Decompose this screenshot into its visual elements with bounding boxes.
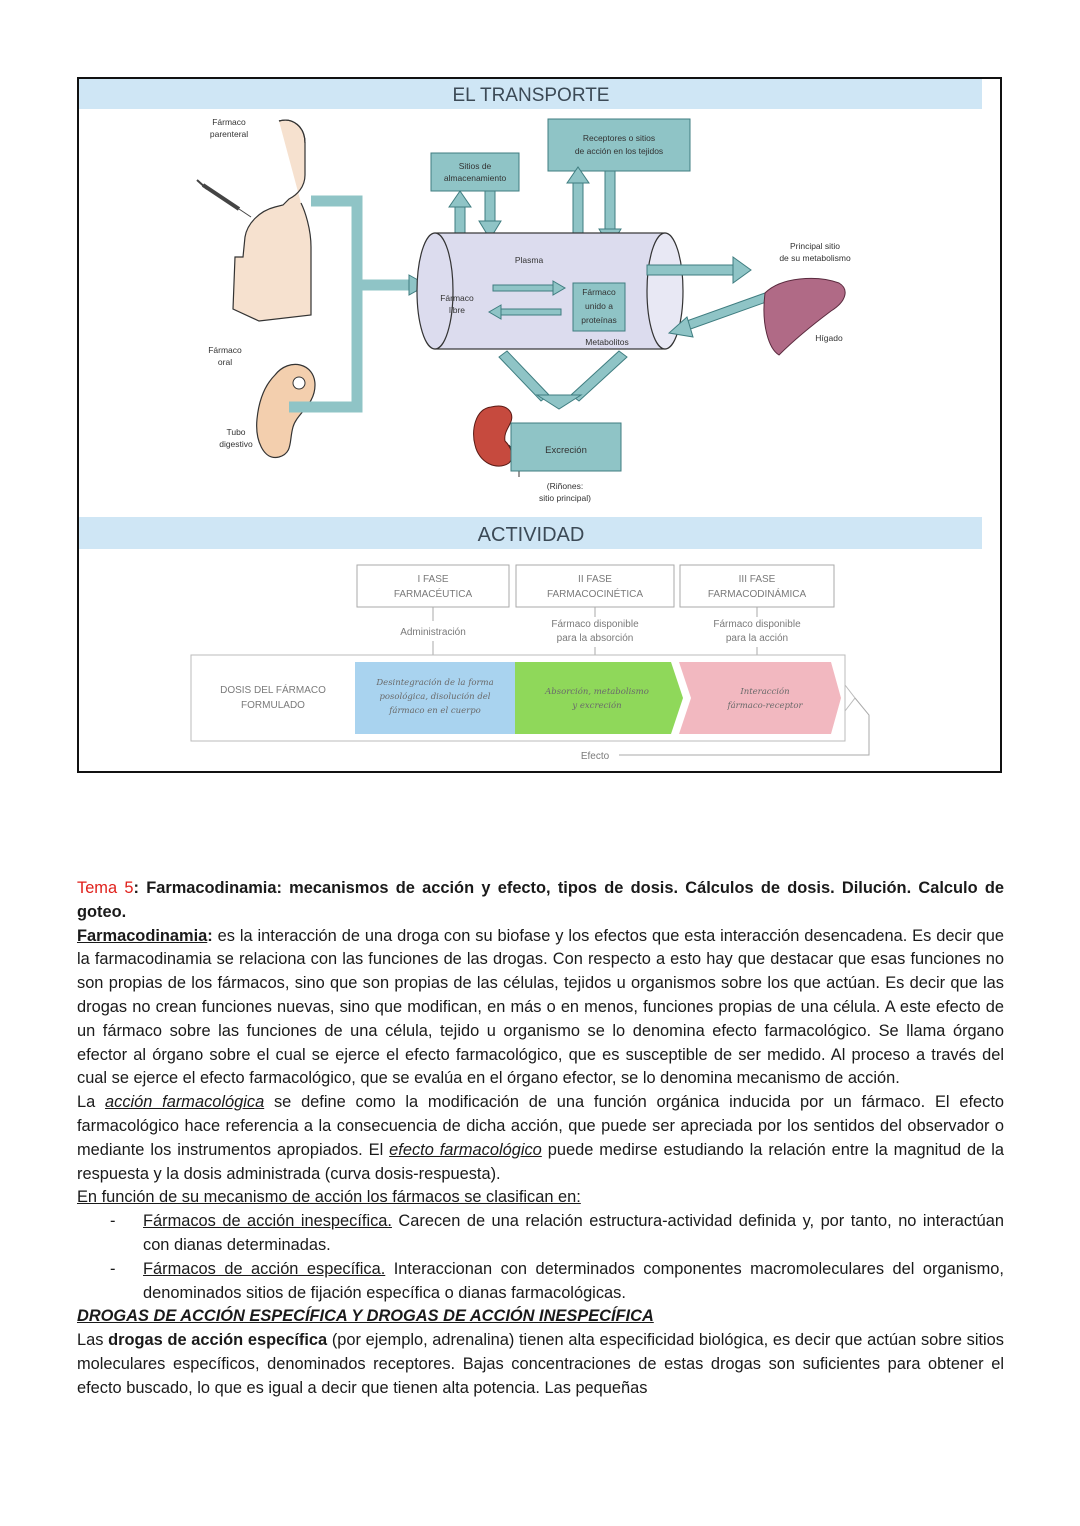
label-rinones-2: sitio principal) — [539, 493, 591, 503]
activity-title-band — [79, 517, 982, 549]
paragraph-farmacodinamia: Farmacodinamia: es la interacción de una… — [77, 925, 1004, 1092]
especifica-body: Interaccionan con determinados component… — [143, 1259, 1004, 1302]
phase3-label-2: FARMACODINÁMICA — [708, 587, 807, 600]
phase3-process-box — [679, 662, 841, 734]
label-higado: Hígado — [815, 333, 843, 343]
paragraph-drogas-b: (por ejemplo, adrenalina) tienen alta es… — [77, 1331, 1004, 1397]
efecto-line — [619, 697, 870, 756]
liver-arrows — [646, 256, 770, 338]
kidney-icon — [473, 405, 513, 467]
box3-line-1: Interacción — [739, 686, 789, 697]
paragraph-farmacodinamia-body: es la interacción de una droga con su bi… — [77, 926, 1004, 1088]
list-item: Fármacos de acción inespecífica. Carecen… — [110, 1210, 1004, 1258]
label-receptores-1: Receptores o sitios — [583, 133, 655, 143]
activity-title: ACTIVIDAD — [478, 524, 585, 546]
paragraph-accion-b: se define como la modificación de una fu… — [77, 1093, 1004, 1159]
stomach-intestine-icon — [256, 363, 316, 458]
label-farmaco-parenteral-2: parenteral — [210, 129, 248, 139]
topic-title: : Farmacodinamia: mecanismos de acción y… — [77, 879, 1004, 921]
sub3-label-1: Fármaco disponible — [713, 619, 801, 630]
binding-arrows — [488, 280, 566, 320]
section-heading: DROGAS DE ACCIÓN ESPECÍFICA Y DROGAS DE … — [77, 1307, 654, 1326]
term-inespecifica: Fármacos de acción inespecífica. — [143, 1212, 392, 1231]
label-unido-3: proteínas — [581, 315, 616, 325]
body-silhouette-icon — [232, 119, 312, 322]
term-farmacodinamia: Farmacodinamia — [77, 926, 208, 945]
box3-line-2: fármaco-receptor — [726, 700, 803, 711]
list-item: Fármacos de acción específica. Interacci… — [110, 1258, 1004, 1306]
classification-list: Fármacos de acción inespecífica. Carecen… — [77, 1210, 1004, 1305]
sub2-label-1: Fármaco disponible — [551, 619, 639, 630]
figure-frame: EL TRANSPORTE Fármaco parenteral Fármaco… — [77, 77, 1002, 773]
label-farmaco-libre-1: Fármaco — [440, 293, 474, 303]
phase1-process-box — [355, 662, 515, 734]
phase1-label-1: I FASE — [417, 574, 448, 585]
label-principal-sitio-2: de su metabolismo — [779, 253, 851, 263]
inespecifica-body: Carecen de una relación estructura-activ… — [143, 1212, 1004, 1254]
topic-label: Tema 5 — [77, 879, 134, 897]
label-plasma: Plasma — [515, 255, 544, 265]
paragraph-accion-c: puede medirse estudiando la relación ent… — [77, 1140, 1004, 1183]
paragraph-drogas: Las drogas de acción específica (por eje… — [77, 1329, 1004, 1400]
document-body: Tema 5: Farmacodinamia: mecanismos de ac… — [77, 877, 1004, 1401]
box1-line-3: fármaco en el cuerpo — [388, 705, 481, 716]
excretion-box — [510, 422, 622, 472]
syringe-icon — [196, 179, 252, 218]
phase1-label-2: FARMACÉUTICA — [394, 587, 473, 600]
label-principal-sitio-1: Principal sitio — [790, 241, 840, 251]
transport-title-band — [79, 79, 982, 109]
paragraph-accion-a: La — [77, 1093, 106, 1112]
transport-title: EL TRANSPORTE — [453, 85, 610, 106]
label-farmaco-parenteral-1: Fármaco — [212, 117, 246, 127]
label-farmaco-oral-2: oral — [218, 357, 232, 367]
process-chevron — [844, 684, 856, 712]
transport-activity-diagram: EL TRANSPORTE Fármaco parenteral Fármaco… — [79, 79, 982, 762]
label-excrecion: Excreción — [545, 445, 587, 456]
term-especifica: Fármacos de acción específica. — [143, 1259, 386, 1278]
label-tubo-digestivo-2: digestivo — [219, 439, 253, 449]
label-metabolitos: Metabolitos — [585, 337, 628, 347]
box1-line-2: posológica, disolución del — [379, 691, 490, 702]
label-rinones-1: (Riñones: — [547, 481, 583, 491]
efecto-label: Efecto — [581, 751, 610, 762]
paragraph-accion: La acción farmacológica se define como l… — [77, 1091, 1004, 1186]
phase3-header — [679, 564, 835, 608]
label-sitios-1: Sitios de — [459, 161, 492, 171]
label-farmaco-libre-2: libre — [449, 305, 465, 315]
phase2-label-1: II FASE — [578, 574, 612, 585]
liver-icon — [763, 277, 846, 356]
box2-line-2: y excreción — [571, 700, 621, 711]
dosis-label-2: FORMULADO — [241, 700, 305, 711]
phase1-header — [356, 564, 510, 608]
sub3-label-2: para la acción — [726, 633, 788, 644]
term-colon: : — [207, 926, 213, 945]
classification-heading: En función de su mecanismo de acción los… — [77, 1188, 581, 1207]
paragraph-drogas-a: Las — [77, 1331, 109, 1350]
label-unido-2: unido a — [585, 301, 613, 311]
term-accion-farmacologica: acción farmacológica — [105, 1093, 265, 1112]
label-receptores-2: de acción en los tejidos — [575, 146, 663, 156]
term-efecto-farmacologico: efecto farmacológico — [389, 1140, 542, 1159]
box2-line-1: Absorción, metabolismo — [544, 686, 649, 697]
excretion-arrows — [498, 350, 628, 410]
label-farmaco-oral-1: Fármaco — [208, 345, 242, 355]
protein-bound-box — [572, 282, 626, 332]
phase2-label-2: FARMACOCINÉTICA — [547, 587, 643, 600]
phase3-label-1: III FASE — [739, 574, 776, 585]
sub2-label-2: para la absorción — [557, 633, 634, 644]
dosis-label-1: DOSIS DEL FÁRMACO — [220, 683, 326, 696]
label-sitios-2: almacenamiento — [444, 173, 507, 183]
sub1-label: Administración — [400, 627, 466, 638]
phase2-header — [515, 564, 675, 608]
term-drogas-especifica: drogas de acción específica — [108, 1331, 328, 1350]
receptors-box — [547, 118, 691, 172]
label-tubo-digestivo-1: Tubo — [226, 427, 245, 437]
box1-line-1: Desintegración de la forma — [375, 677, 493, 688]
label-unido-1: Fármaco — [582, 287, 616, 297]
topic-heading: Tema 5: Farmacodinamia: mecanismos de ac… — [77, 877, 1004, 925]
storage-sites-box — [430, 152, 520, 192]
phase2-process-box — [515, 662, 683, 734]
